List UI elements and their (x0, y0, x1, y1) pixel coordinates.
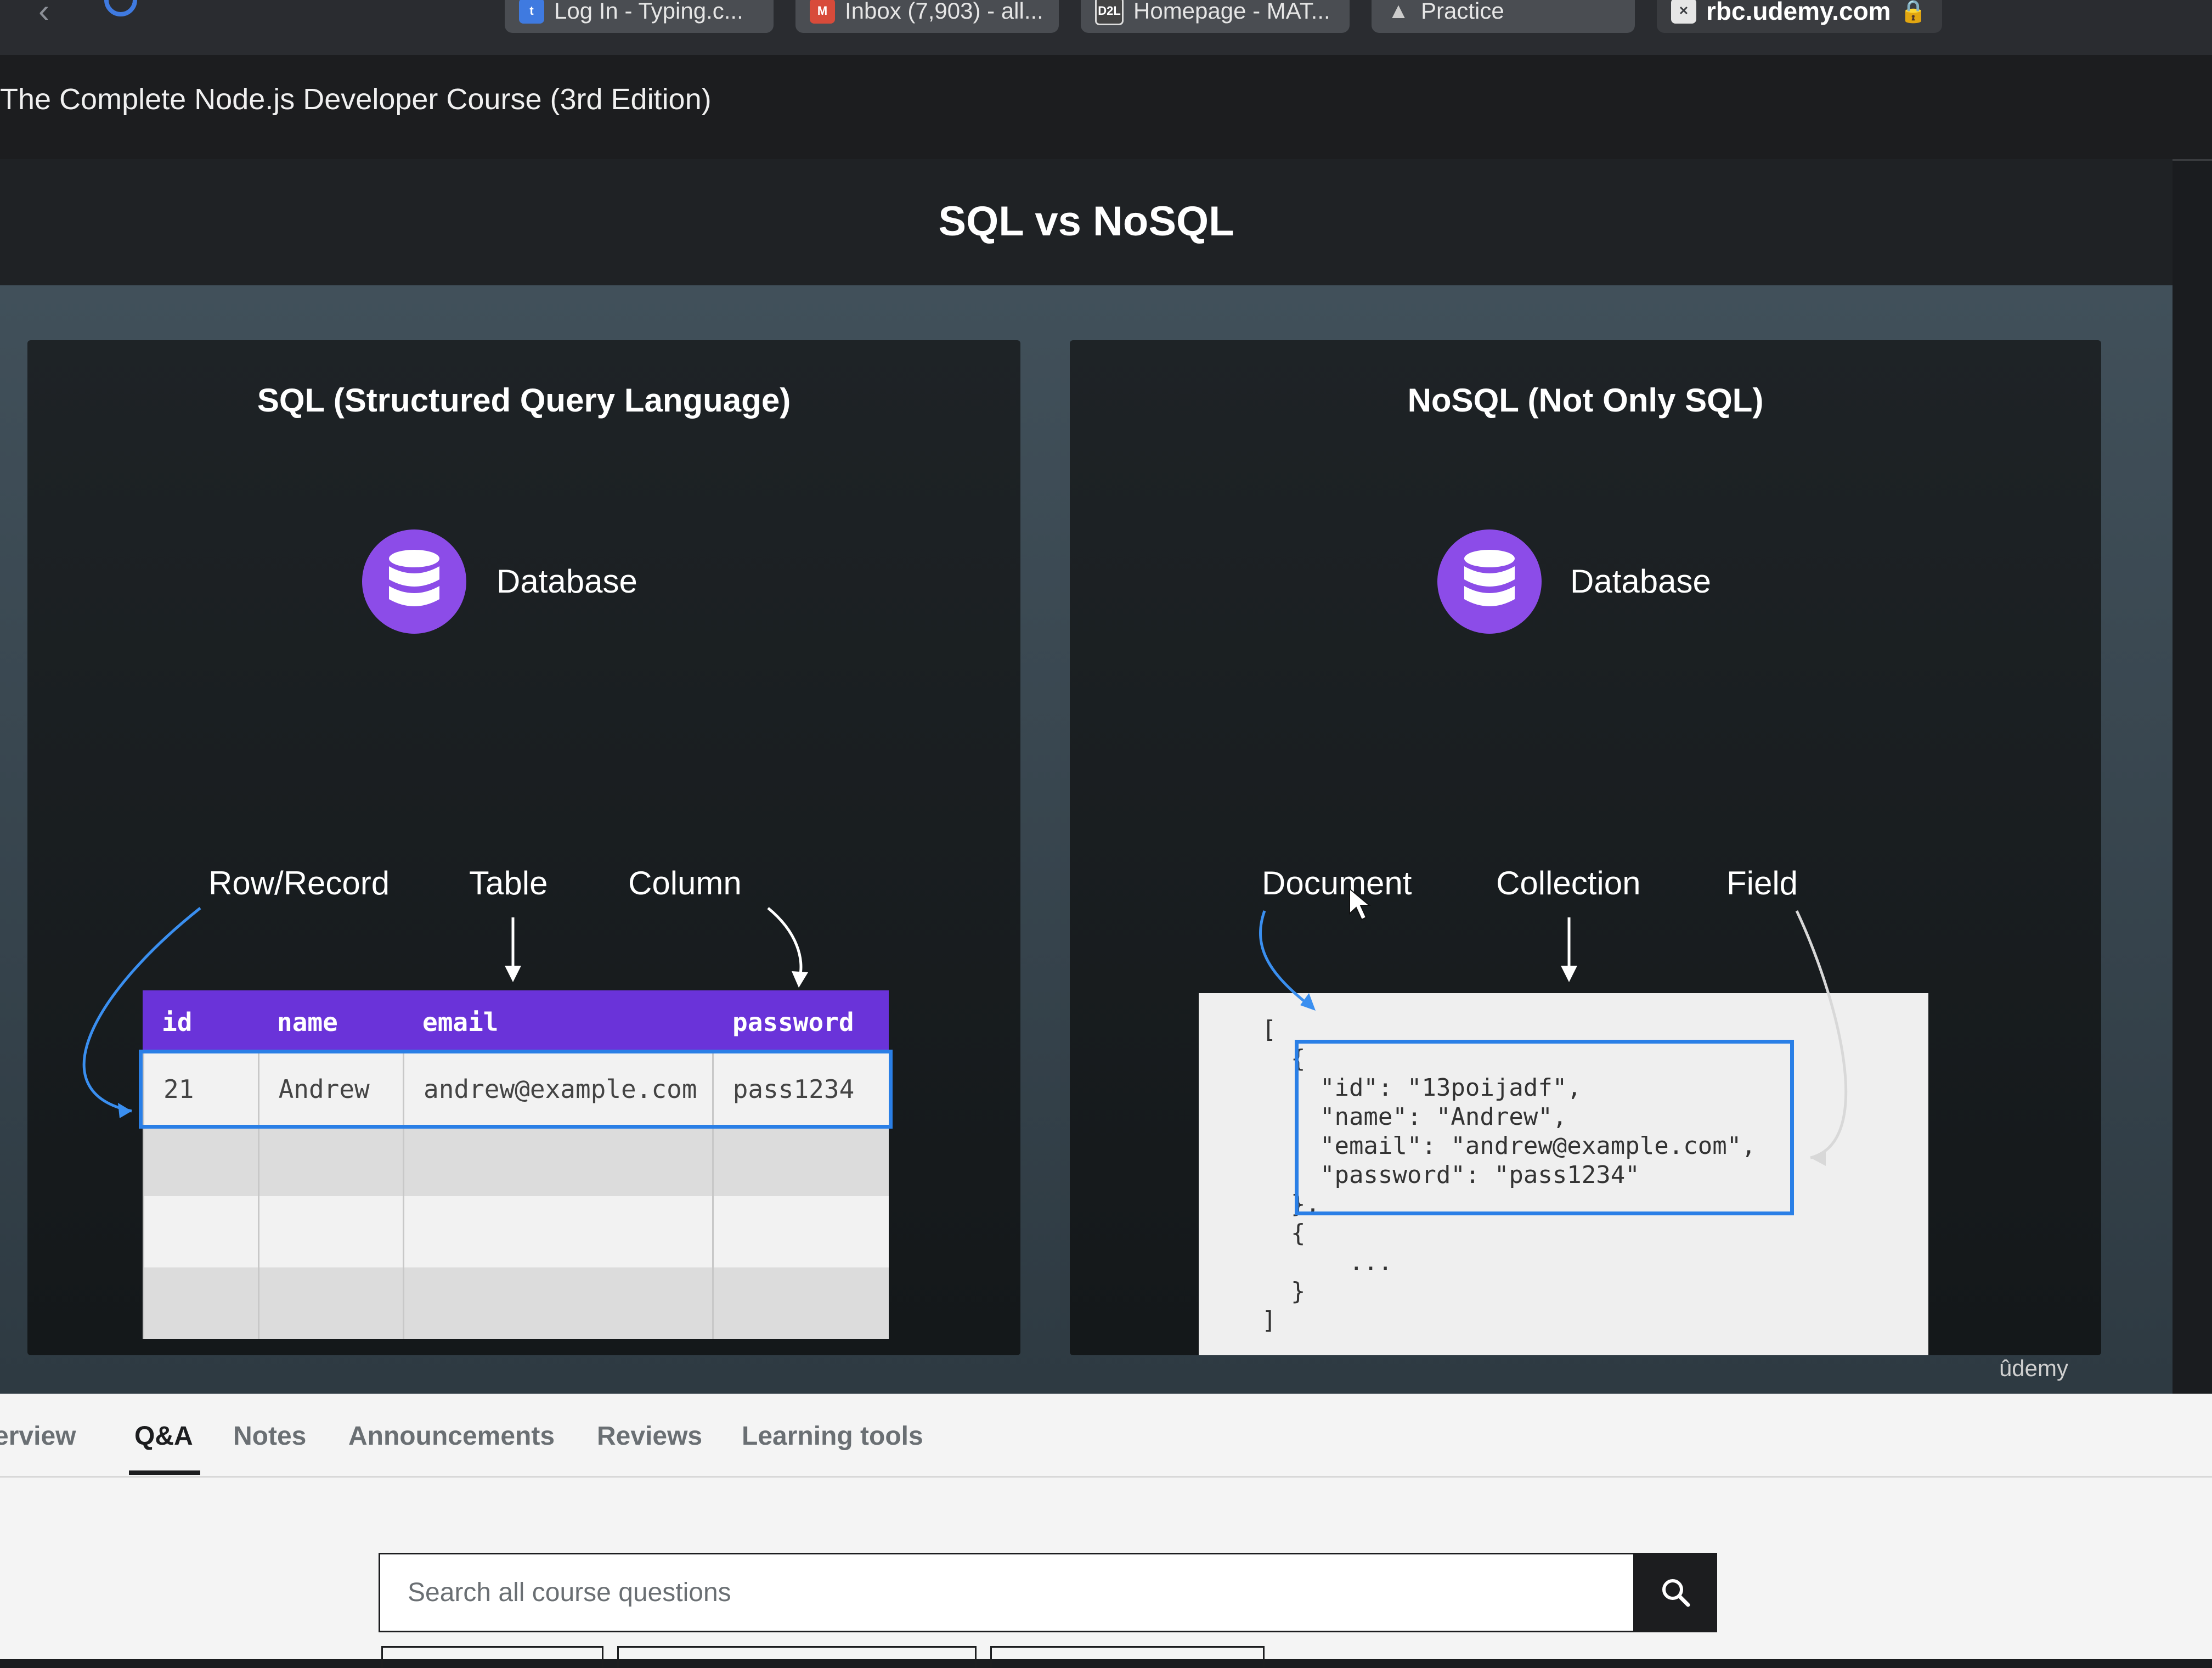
column-header-id: id (162, 1007, 193, 1037)
database-icon (362, 529, 466, 634)
table-label: Table (469, 865, 548, 901)
database-icon (1437, 529, 1542, 634)
qa-search (379, 1553, 1717, 1632)
json-document-code: [ { "id": "13poijadf", "name": "Andrew",… (1262, 1016, 1756, 1334)
cell-id: 21 (144, 1053, 259, 1125)
document-highlight (1295, 1040, 1794, 1215)
field-label: Field (1726, 865, 1798, 901)
cell-password: pass1234 (732, 1074, 855, 1104)
browser-tab-inbox[interactable]: M Inbox (7,903) - all... (795, 0, 1059, 33)
close-favicon-icon: ✕ (1671, 0, 1696, 24)
tab-label: Practice (1421, 0, 1504, 24)
lecture-tab-bar: Overview Q&A Notes Announcements Reviews… (0, 1394, 2212, 1478)
browser-tab-bar: ‹ t Log In - Typing.c... M Inbox (7,903)… (0, 0, 2212, 55)
column-header-email: email (422, 1007, 499, 1037)
sql-table: id name email password 21 Andrew andrew@… (139, 990, 893, 1339)
table-row-empty (143, 1196, 889, 1267)
collection-label: Collection (1496, 865, 1641, 901)
sql-table-header: id name email password (143, 990, 889, 1053)
table-row: 21 Andrew andrew@example.com pass1234 (139, 1050, 893, 1129)
slide-body: SQL (Structured Query Language) Database… (0, 285, 2172, 1394)
filter-questions-dropdown[interactable] (990, 1646, 1265, 1668)
cell-name: Andrew (259, 1053, 405, 1125)
tab-notes[interactable]: Notes (233, 1422, 307, 1451)
udemy-watermark: ûdemy (1999, 1355, 2068, 1381)
document-label: Document (1262, 865, 1412, 901)
tab-label: rbc.udemy.com (1706, 0, 1891, 25)
browser-tab-d2l[interactable]: D2L Homepage - MAT... (1081, 0, 1350, 33)
row-record-label: Row/Record (208, 865, 390, 901)
tab-reviews[interactable]: Reviews (597, 1422, 703, 1451)
browser-tab-practice[interactable]: ▲ Practice (1372, 0, 1635, 33)
tab-overview[interactable]: Overview (0, 1422, 76, 1451)
nosql-panel: NoSQL (Not Only SQL) Database Document C… (1070, 340, 2101, 1355)
cell-email: andrew@example.com (404, 1053, 714, 1125)
sql-panel: SQL (Structured Query Language) Database… (27, 340, 1020, 1355)
course-title[interactable]: The Complete Node.js Developer Course (3… (0, 83, 712, 116)
search-input[interactable] (379, 1553, 1635, 1632)
filter-dropdown[interactable] (381, 1646, 603, 1668)
tab-qa[interactable]: Q&A (134, 1422, 193, 1451)
nosql-arrows (1259, 887, 1848, 1166)
extension-icon[interactable] (104, 0, 137, 16)
nosql-database-label: Database (1570, 563, 1711, 600)
tab-announcements[interactable]: Announcements (348, 1422, 555, 1451)
browser-tab-typing[interactable]: t Log In - Typing.c... (505, 0, 774, 33)
slide-title: SQL vs NoSQL (938, 198, 1234, 245)
search-icon (1662, 1579, 1690, 1607)
sql-arrows (82, 907, 808, 1118)
sql-heading: SQL (Structured Query Language) (257, 382, 791, 419)
active-tab-indicator (129, 1470, 200, 1475)
lock-icon: 🔒 (1899, 0, 1927, 24)
lecture-tabs-area: Overview Q&A Notes Announcements Reviews… (0, 1394, 2212, 1668)
tab-label: Homepage - MAT... (1133, 0, 1330, 24)
mouse-cursor-icon (1349, 887, 1371, 921)
tab-label: Log In - Typing.c... (554, 0, 743, 24)
sort-dropdown[interactable] (617, 1646, 977, 1668)
d2l-favicon-icon: D2L (1095, 0, 1124, 25)
table-row-empty (143, 1125, 889, 1196)
tab-label: Inbox (7,903) - all... (845, 0, 1043, 24)
column-header-password: password (732, 1007, 854, 1037)
lecture-slide: SQL vs NoSQL SQL (Structured Query Langu… (0, 159, 2172, 1394)
nosql-heading: NoSQL (Not Only SQL) (1407, 382, 1764, 419)
column-label: Column (628, 865, 742, 901)
mail-favicon-icon: M (810, 0, 835, 24)
browser-tab-udemy[interactable]: ✕ rbc.udemy.com 🔒 (1657, 0, 1942, 33)
search-button[interactable] (1635, 1553, 1717, 1632)
tab-learning-tools[interactable]: Learning tools (742, 1422, 923, 1451)
bell-favicon-icon: ▲ (1387, 0, 1409, 23)
column-header-name: name (277, 1007, 338, 1037)
back-icon[interactable]: ‹ (38, 0, 49, 29)
table-row-empty (143, 1267, 889, 1339)
slide-title-bar: SQL vs NoSQL (0, 159, 2172, 285)
sql-database-label: Database (496, 563, 637, 600)
json-document-box: [ { "id": "13poijadf", "name": "Andrew",… (1199, 993, 1928, 1355)
typing-favicon-icon: t (519, 0, 544, 24)
